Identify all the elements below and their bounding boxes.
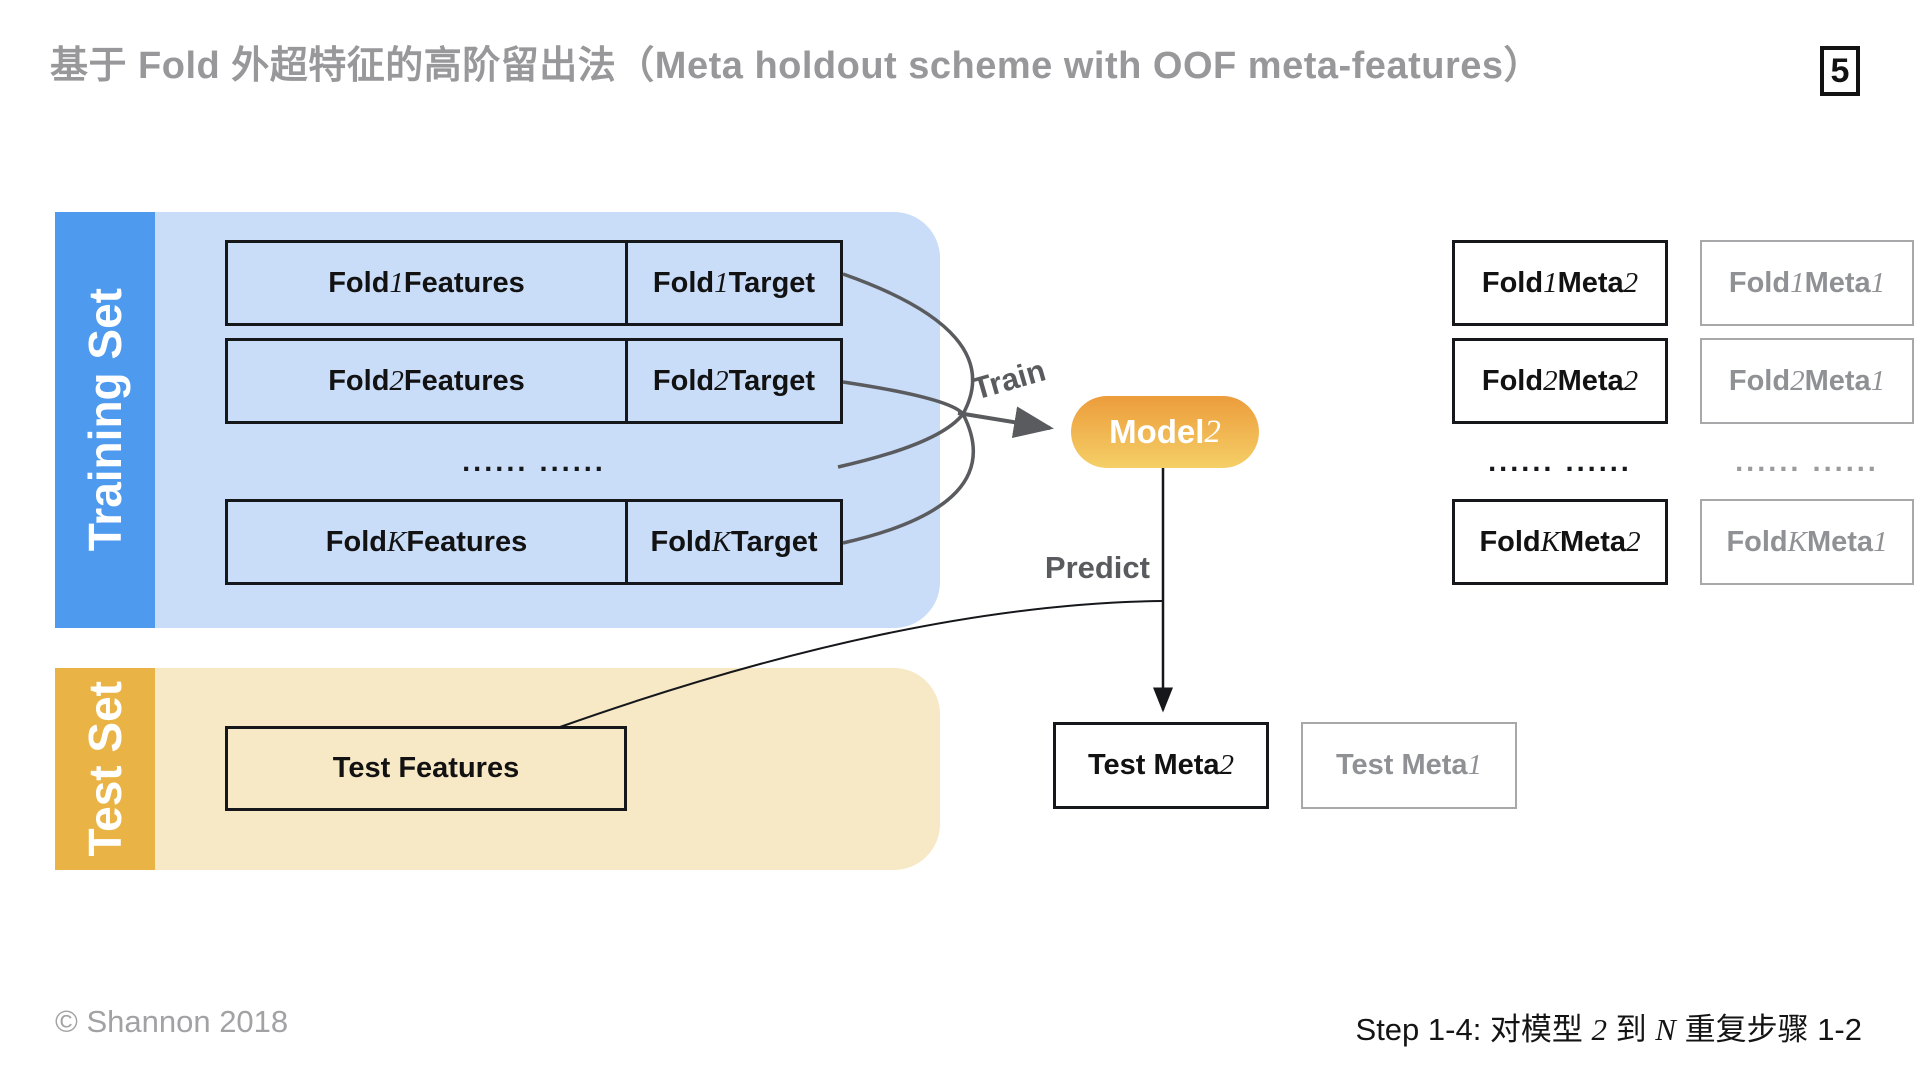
fold-2-features-cell: Fold 2 Features (228, 341, 628, 421)
train-label: Train (968, 352, 1050, 407)
fold-k-row: Fold K Features Fold K Target (225, 499, 843, 585)
train-arrow (957, 406, 1054, 438)
test-features-box: Test Features (225, 726, 627, 811)
training-set-panel (55, 212, 940, 628)
test-meta-1-box: Test Meta 1 (1301, 722, 1517, 809)
fold-1-features-cell: Fold 1 Features (228, 243, 628, 323)
fold-k-meta-1-box: Fold K Meta 1 (1700, 499, 1914, 585)
copyright: © Shannon 2018 (55, 1004, 289, 1039)
slide-title: 基于 Fold 外超特征的高阶留出法（Meta holdout scheme w… (50, 45, 1542, 87)
meta-1-ellipsis: ...... ...... (1735, 446, 1879, 478)
training-set-label: Training Set (79, 288, 131, 552)
training-set-sidebar: Training Set (55, 212, 155, 628)
fold-2-row: Fold 2 Features Fold 2 Target (225, 338, 843, 424)
page-number: 5 (1830, 51, 1850, 90)
fold-2-target-cell: Fold 2 Target (652, 364, 816, 397)
fold-1-meta-1-box: Fold 1 Meta 1 (1700, 240, 1914, 326)
fold-1-meta-2-box: Fold 1 Meta 2 (1452, 240, 1668, 326)
fold-2-meta-2-box: Fold 2 Meta 2 (1452, 338, 1668, 424)
fold-k-target-cell: Fold K Target (650, 525, 818, 558)
meta-2-ellipsis: ...... ...... (1488, 446, 1632, 478)
fold-2-meta-1-box: Fold 2 Meta 1 (1700, 338, 1914, 424)
test-meta-2-box: Test Meta 2 (1053, 722, 1269, 809)
test-set-sidebar: Test Set (55, 668, 155, 870)
fold-1-row: Fold 1 Features Fold 1 Target (225, 240, 843, 326)
test-set-label: Test Set (79, 681, 131, 857)
training-folds-ellipsis: ...... ...... (462, 446, 606, 478)
predict-label: Predict (1044, 550, 1150, 585)
page-number-badge: 5 (1820, 46, 1860, 96)
step-note: Step 1-4: 对模型 2 到 N 重复步骤 1-2 (1355, 1012, 1862, 1047)
fold-k-features-cell: Fold K Features (228, 502, 628, 582)
fold-k-meta-2-box: Fold K Meta 2 (1452, 499, 1668, 585)
model-node: Model 2 (1071, 396, 1259, 468)
fold-1-target-cell: Fold 1 Target (652, 266, 816, 299)
